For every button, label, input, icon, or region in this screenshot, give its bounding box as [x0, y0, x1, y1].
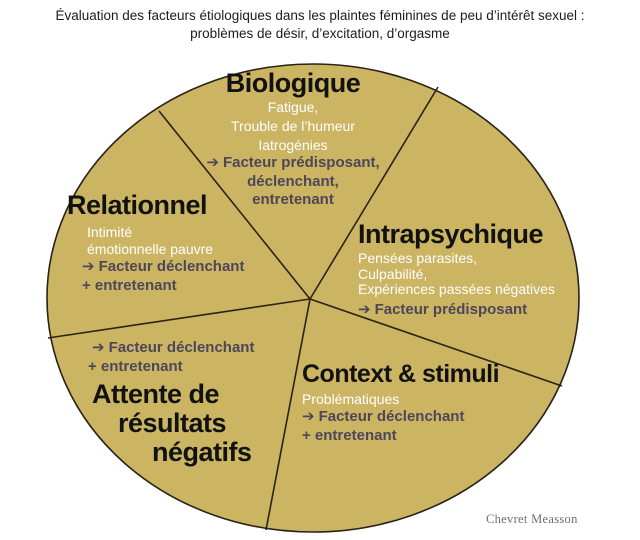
- context-detail-1: Problématiques: [302, 391, 400, 407]
- slide-title-line2: problèmes de désir, d’excitation, d’orga…: [190, 25, 450, 41]
- attente-factor-text1: Facteur déclenchant: [108, 339, 255, 356]
- relationnel-factor-line2: + entretenant: [82, 276, 177, 294]
- attente-factor-line1: ➔Facteur déclenchant: [92, 339, 318, 358]
- sector-attente-title-line3: négatifs: [152, 437, 252, 467]
- context-factor-text1: Facteur déclenchant: [318, 408, 465, 425]
- pie-circle: [46, 63, 580, 533]
- slide-title: Évaluation des facteurs étiologiques dan…: [0, 7, 640, 42]
- biologique-detail-1: Fatigue,: [267, 99, 319, 115]
- intrapsychique-factor-text1: Facteur prédisposant: [374, 300, 528, 318]
- divider-context-attente: [265, 298, 311, 531]
- biologique-factor-line2: déclenchant,: [247, 172, 339, 190]
- sector-attente-title-line1: Attente de: [92, 379, 220, 409]
- pie-sector-lines: [47, 86, 563, 531]
- divider-attente-relationnel: [47, 298, 311, 339]
- right-arrow-icon: ➔: [302, 408, 315, 425]
- right-arrow-icon: ➔: [82, 258, 95, 275]
- relationnel-factor-text1: Facteur déclenchant: [98, 258, 245, 275]
- biologique-factor-line1: ➔Facteur prédisposant,: [163, 154, 423, 173]
- slide-title-line1: Évaluation des facteurs étiologiques dan…: [55, 8, 585, 23]
- biologique-detail-2: Trouble de l’humeur: [231, 118, 355, 134]
- sector-relationnel: Relationnel Intimité émotionnelle pauvre…: [67, 191, 277, 295]
- sector-biologique-title: Biologique: [225, 68, 361, 98]
- relationnel-detail-1: Intimité: [87, 224, 133, 240]
- relationnel-detail-2: émotionnelle pauvre: [87, 241, 214, 257]
- sector-relationnel-title: Relationnel: [67, 190, 208, 220]
- intrapsychique-detail-2: Culpabilité,: [358, 265, 428, 282]
- divider-intrapsychique-context: [309, 298, 563, 387]
- relationnel-factor-line1: ➔Facteur déclenchant: [82, 258, 277, 277]
- author-credit: Chevret Measson: [486, 512, 578, 526]
- context-factor-line1: ➔Facteur déclenchant: [302, 408, 532, 427]
- sector-context-title: Context & stimuli: [302, 360, 500, 388]
- right-arrow-icon: ➔: [92, 339, 105, 356]
- attente-factor-line2: + entretenant: [88, 357, 183, 375]
- divider-relationnel-biologique: [158, 110, 311, 300]
- intrapsychique-factor-line1: ➔Facteur prédisposant: [358, 301, 598, 320]
- sector-attente: ➔Facteur déclenchant + entretenant Atten…: [88, 339, 318, 467]
- sector-biologique: Biologique Fatigue, Trouble de l’humeur …: [163, 69, 423, 210]
- sector-intrapsychique: Intrapsychique Pensées parasites, Culpab…: [358, 220, 598, 319]
- biologique-detail-3: Iatrogénies: [258, 137, 328, 153]
- biologique-factor-text1: Facteur prédisposant,: [222, 154, 380, 171]
- intrapsychique-detail-1: Pensées parasites,: [358, 250, 478, 266]
- sector-attente-title-line2: résultats: [118, 408, 227, 438]
- right-arrow-icon: ➔: [358, 300, 371, 318]
- sector-context: Context & stimuli Problématiques ➔Facteu…: [302, 361, 532, 445]
- intrapsychique-detail-3: Expériences passées négatives: [358, 281, 555, 297]
- biologique-factor-line3: entretenant: [252, 191, 334, 208]
- context-factor-line2: + entretenant: [302, 426, 397, 444]
- divider-biologique-intrapsychique: [309, 86, 439, 300]
- sector-intrapsychique-title: Intrapsychique: [358, 219, 544, 249]
- right-arrow-icon: ➔: [206, 154, 219, 171]
